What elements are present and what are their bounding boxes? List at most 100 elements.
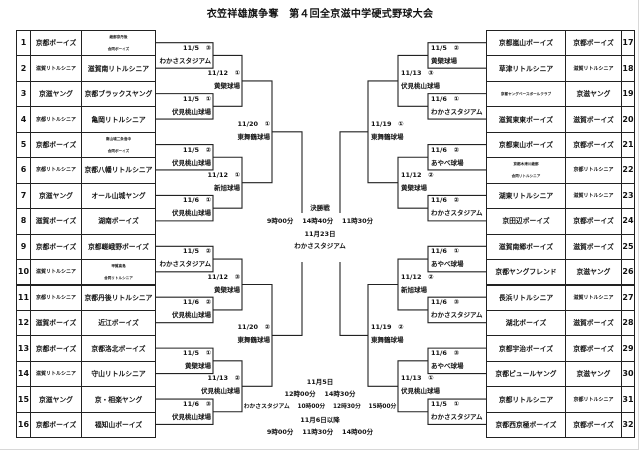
match-venue: 伏見桃山球場: [172, 413, 211, 422]
bracket-line: [213, 258, 243, 311]
match-date: 11/20 ②: [237, 323, 270, 332]
bracket-line: [213, 54, 243, 107]
match-date: 11/20 ①: [237, 119, 270, 128]
team-name: 滋賀南リトルシニア: [81, 55, 156, 82]
team-number: 16: [16, 411, 31, 439]
match-date: 11/5 ②: [431, 43, 459, 52]
team-league: 京都ボーイズ: [565, 411, 622, 439]
team-number: 7: [16, 182, 31, 210]
match-date: 11/13 ①: [401, 374, 434, 383]
match-date: 11/19 ①: [371, 119, 404, 128]
match-venue: 黄檗球場: [214, 285, 240, 294]
team-number: 31: [621, 386, 635, 413]
team-name: 京都西京極ボーイズ: [486, 411, 566, 439]
team-name: 亀岡リトルシニア: [81, 106, 156, 133]
team-league: 滋賀リトルシニア: [30, 55, 82, 82]
team-league: 滋賀リトルシニア: [565, 284, 622, 311]
team-league: 滋賀ボーイズ: [30, 208, 82, 235]
team-name: 滋賀南郷ボーイズ: [486, 233, 566, 261]
match-date: 11/5 ②: [183, 247, 211, 256]
bracket-line: [213, 156, 243, 209]
team-name: 湖南ボーイズ: [81, 208, 156, 235]
team-league: 京都リトルシニア: [565, 386, 622, 413]
bracket-line: [397, 156, 428, 209]
team-number: 29: [621, 335, 635, 362]
team-number: 27: [621, 284, 635, 311]
team-name: 京都ヤングフレンド: [486, 259, 566, 286]
team-league: 京都ボーイズ: [30, 131, 82, 159]
match-venue: 新旭球場: [214, 183, 240, 192]
team-name: 京都八幡リトルシニア: [81, 157, 156, 184]
team-name: 京都木津川綾部 合同リトルシニア: [486, 157, 566, 184]
team-number: 32: [621, 411, 635, 439]
match-venue: わかさスタジアム: [159, 56, 211, 65]
match-date: 11/5 ①: [431, 400, 459, 409]
team-name: 草津リトルシニア: [486, 55, 566, 82]
bracket-line: [367, 80, 398, 184]
match-date: 11/6 ①: [431, 247, 459, 256]
team-number: 8: [16, 208, 31, 235]
match-date: 11/5 ③: [183, 43, 211, 52]
team-league: 滋賀ボーイズ: [30, 309, 82, 337]
final-times: 9時00分 14時40分 11時30分: [266, 217, 374, 225]
match-venue: 伏見桃山球場: [172, 107, 211, 116]
match-date: 11/12 ①: [207, 68, 240, 77]
team-name: オール山城ヤング: [81, 182, 156, 210]
team-name: 京都丹後リトルシニア: [81, 284, 156, 311]
match-date: 11/6 ①: [183, 196, 211, 205]
match-venue: あやべ球場: [431, 158, 464, 167]
team-league: 滋賀リトルシニア: [30, 360, 82, 388]
team-name: 綾部京丹後 合同ボーイズ: [81, 30, 156, 57]
team-number: 12: [16, 309, 31, 337]
match-venue: 東舞鶴球場: [371, 132, 404, 141]
match-date: 11/12 ②: [401, 170, 434, 179]
bracket-line: [242, 80, 273, 184]
match-venue: 伏見桃山球場: [401, 81, 440, 90]
match-venue: わかさスタジアム: [159, 260, 211, 269]
team-name: 長浜リトルシニア: [486, 284, 566, 311]
team-number: 21: [621, 131, 635, 159]
team-number: 26: [621, 259, 635, 286]
match-date: 11/5 ②: [183, 145, 211, 154]
match-venue: 伏見桃山球場: [172, 209, 211, 218]
page-title: 衣笠祥雄旗争奪 第４回全京滋中学硬式野球大会: [206, 9, 434, 20]
match-venue: 伏見桃山球場: [172, 311, 211, 320]
match-venue: わかさスタジアム: [431, 311, 483, 320]
final-date: 11月23日: [304, 230, 336, 238]
team-league: 滋賀リトルシニア: [565, 55, 622, 82]
team-league: 滋賀ボーイズ: [565, 233, 622, 261]
team-number: 25: [621, 233, 635, 261]
match-date: 11/12 ②: [401, 272, 434, 281]
team-name: 甲賀高島 合同リトルシニア: [81, 259, 156, 286]
match-venue: 黄檗球場: [214, 81, 240, 90]
team-number: 19: [621, 80, 635, 108]
match-venue: 東舞鶴球場: [237, 336, 271, 345]
team-name: 京都宇治ボーイズ: [486, 335, 566, 362]
team-name: 京都リトルシニア: [486, 386, 566, 413]
schedule-day1-times: 12時00分 14時30分: [284, 390, 356, 398]
team-number: 13: [16, 335, 31, 362]
team-name: 京都ブラックスヤング: [81, 80, 156, 108]
team-league: 滋賀リトルシニア: [30, 259, 82, 286]
match-date: 11/6 ③: [431, 349, 459, 358]
match-venue: 黄檗球場: [401, 183, 427, 192]
team-league: 京滋ヤング: [565, 80, 622, 108]
team-name: 滋賀東東ボーイズ: [486, 106, 566, 133]
team-name: 南山城二条洛中 合同ボーイズ: [81, 131, 156, 159]
team-number: 20: [621, 106, 635, 133]
schedule-day1-venue-times: わかさスタジアム 10時00分 12時30分 15時00分: [243, 404, 397, 410]
match-venue: わかさスタジアム: [431, 209, 483, 218]
match-venue: 東舞鶴球場: [371, 336, 404, 345]
team-league: 京滋ヤング: [30, 182, 82, 210]
match-venue: 東舞鶴球場: [237, 132, 271, 141]
match-venue: 伏見桃山球場: [401, 387, 440, 396]
match-venue: わかさスタジアム: [431, 413, 483, 422]
team-name: 京都ヤングベースボールクラブ: [486, 80, 566, 108]
team-number: 1: [16, 30, 31, 57]
match-venue: 新旭球場: [401, 285, 427, 294]
team-league: 京都ボーイズ: [565, 131, 622, 159]
team-number: 3: [16, 80, 31, 108]
team-number: 6: [16, 157, 31, 184]
